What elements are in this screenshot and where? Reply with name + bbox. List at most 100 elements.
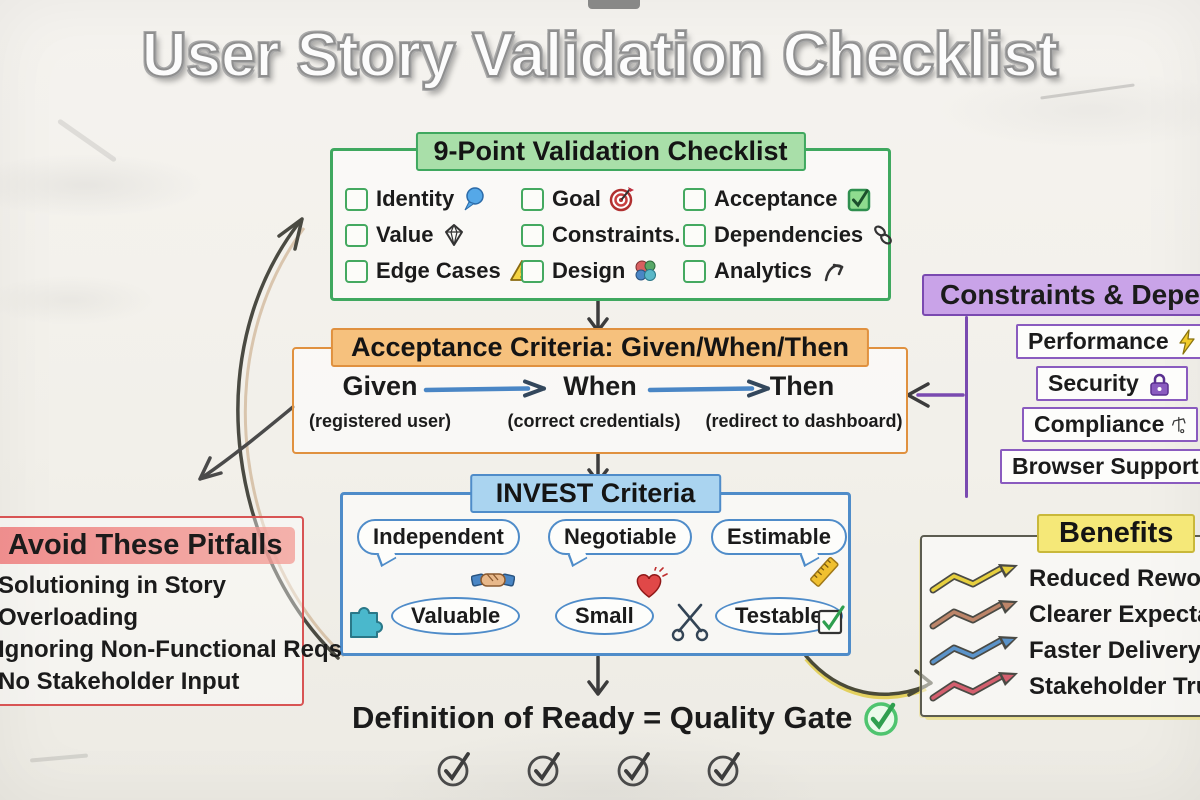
gwt-step-detail: (redirect to dashboard) <box>705 411 903 431</box>
checkbox-icon <box>683 187 706 211</box>
gwt-step-when: When <box>563 371 637 402</box>
checklist-title: 9-Point Validation Checklist <box>415 132 806 171</box>
benefits-panel: Benefits Reduced Rework Clearer <box>920 514 1200 717</box>
benefit-label: Reduced Rework <box>1029 565 1200 592</box>
trend-arrow-icon <box>824 263 844 282</box>
gwt-step-then: Then <box>770 371 835 402</box>
nine-point-checklist-panel: 9-Point Validation Checklist Identity Go… <box>330 132 893 301</box>
benefit-label: Stakeholder Trust <box>1029 673 1200 700</box>
checkbox-icon <box>345 187 368 211</box>
checklist-item-label: Value <box>376 222 434 247</box>
pitfall-item: No Stakeholder Input <box>0 668 240 695</box>
circled-check-icon <box>707 752 740 787</box>
invest-label: Testable <box>735 603 823 628</box>
invest-title: INVEST Criteria <box>469 474 722 513</box>
target-icon <box>609 187 634 212</box>
puzzle-icon <box>350 607 383 638</box>
invest-label: Valuable <box>411 603 501 628</box>
scale-icon <box>1172 416 1186 433</box>
zigzag-arrow-icon <box>929 672 1018 702</box>
flow-arrow-icon <box>423 379 546 398</box>
definition-of-ready: Definition of Ready = Quality Gate <box>352 698 902 738</box>
benefit-item: Stakeholder Trust <box>928 671 1200 703</box>
circled-check-icon <box>527 752 560 787</box>
invest-bubble-testable: Testable <box>715 597 843 635</box>
constraint-label: Browser Support <box>1012 453 1199 479</box>
testable-check-icon <box>817 605 845 635</box>
checkbox-icon <box>521 259 544 283</box>
zigzag-arrow-icon <box>929 636 1018 666</box>
constraints-title: Constraints & Dependencies <box>922 274 1200 316</box>
checklist-item-label: Edge Cases <box>376 258 501 283</box>
checklist-item-label: Dependencies <box>714 222 864 247</box>
checklist-item-label: Analytics <box>714 258 812 283</box>
benefit-item: Faster Delivery <box>928 635 1200 667</box>
constraint-item-performance: Performance <box>1016 324 1200 359</box>
checklist-item-label: Constraints. <box>552 222 681 247</box>
speech-tail <box>567 546 588 567</box>
checklist-item-identity: Identity <box>345 186 521 212</box>
circled-check-icon <box>437 752 470 787</box>
benefit-item: Reduced Rework <box>928 563 1200 595</box>
pin-icon <box>464 187 484 211</box>
diamond-icon <box>445 224 464 246</box>
gwt-step-given: Given <box>342 371 417 402</box>
invest-bubble-independent: Independent <box>357 519 520 567</box>
invest-label: Negotiable <box>564 524 677 549</box>
pitfalls-list: Solutioning in Story Overloading Ignorin… <box>0 570 342 698</box>
gwt-step-label: Then <box>769 371 835 401</box>
checklist-item-edge-cases: Edge Cases <box>345 258 534 284</box>
invest-bubble-estimable: Estimable <box>711 519 847 567</box>
handshake-icon <box>471 573 515 587</box>
constraints-panel-border <box>965 316 968 498</box>
benefit-item: Clearer Expectations <box>928 599 1200 631</box>
checklist-item-acceptance: Acceptance <box>683 186 895 212</box>
checklist-item-label: Identity <box>376 186 455 211</box>
benefit-label: Faster Delivery <box>1029 637 1200 664</box>
invest-criteria-panel: INVEST Criteria Independent Negotiable E… <box>340 474 851 656</box>
lightning-icon <box>1178 328 1195 355</box>
checkbox-icon <box>345 223 368 247</box>
smudge <box>29 753 89 763</box>
scissors-icon <box>671 603 709 642</box>
benefits-list: Reduced Rework Clearer Expectations <box>928 563 1200 703</box>
gwt-step-detail: (registered user) <box>308 411 452 431</box>
checkmark-row <box>436 748 744 788</box>
checklist-item-constraints: Constraints. <box>521 222 683 248</box>
constraint-item-security: Security <box>1036 366 1188 401</box>
constraint-label: Security <box>1048 370 1139 396</box>
invest-label: Estimable <box>727 524 831 549</box>
invest-label: Small <box>575 603 634 628</box>
constraint-label: Performance <box>1028 328 1169 354</box>
zigzag-arrow-icon <box>929 564 1018 594</box>
acceptance-criteria-title: Acceptance Criteria: Given/When/Then <box>330 328 870 367</box>
lock-icon <box>1150 373 1169 396</box>
checkbox-icon <box>683 223 706 247</box>
page-title: User Story Validation Checklist <box>141 20 1060 91</box>
gwt-step-label: When <box>563 371 637 401</box>
smudge <box>56 118 118 163</box>
circled-check-icon <box>617 752 650 787</box>
definition-of-ready-text: Definition of Ready = Quality Gate <box>352 700 853 735</box>
pitfalls-title: Avoid These Pitfalls <box>0 527 295 564</box>
checkbox-icon <box>521 187 544 211</box>
invest-bubble-small: Small <box>555 597 654 635</box>
constraint-item-compliance: Compliance <box>1022 407 1198 442</box>
checkbox-icon <box>521 223 544 247</box>
invest-bubble-valuable: Valuable <box>391 597 521 635</box>
invest-label: Independent <box>373 524 504 549</box>
benefits-title: Benefits <box>1037 514 1196 553</box>
checklist-item-goal: Goal <box>521 186 683 212</box>
quality-gate-check-icon <box>864 702 899 736</box>
palette-icon <box>635 260 657 281</box>
speech-tail <box>376 546 397 567</box>
checklist-item-label: Goal <box>552 186 601 211</box>
checklist-item-analytics: Analytics <box>683 258 895 284</box>
chain-link-icon <box>874 225 893 245</box>
checkbox-icon <box>683 259 706 283</box>
acceptance-criteria-panel: Acceptance Criteria: Given/When/Then Giv… <box>292 328 908 454</box>
flow-arrow-icon <box>647 379 770 398</box>
zigzag-arrow-icon <box>929 600 1018 630</box>
checklist-grid: Identity Goal Acceptanc <box>345 181 893 294</box>
